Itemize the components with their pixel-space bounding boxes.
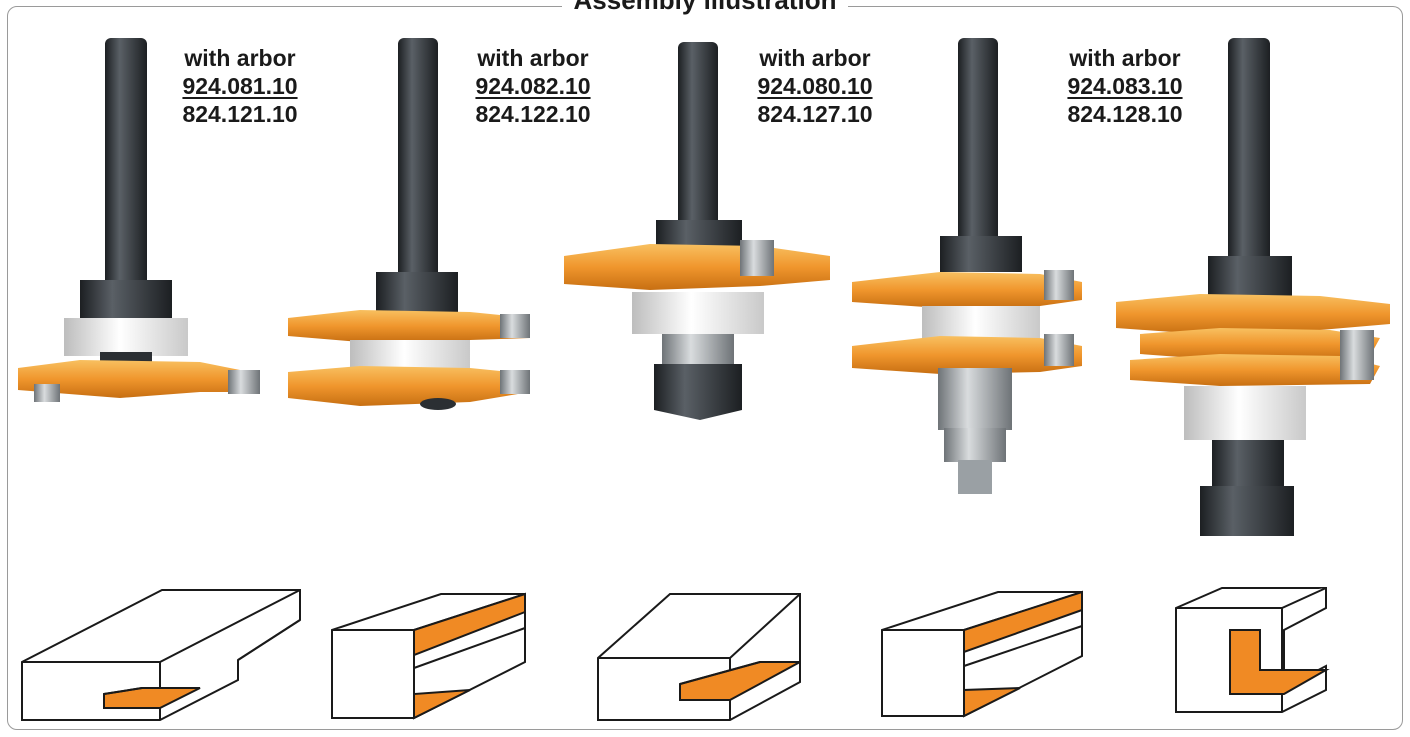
part-code: 824.128.10 xyxy=(1067,101,1183,127)
router-bit-icon xyxy=(18,38,260,402)
arbor-code-link[interactable]: 924.082.10 xyxy=(475,73,591,99)
profile-tongue-icon xyxy=(331,592,526,720)
profile-tongue-icon xyxy=(597,593,801,721)
shank-icon xyxy=(105,38,147,293)
part-code: 824.121.10 xyxy=(182,101,298,127)
profile-groove-icon xyxy=(1175,587,1330,713)
assembly-frame: Assembly illustration xyxy=(7,0,1403,730)
label-line: with arbor xyxy=(184,45,296,71)
profile-slot-icon xyxy=(21,589,301,721)
label-line: with arbor xyxy=(477,45,589,71)
bearing-ring-icon xyxy=(64,318,188,356)
arbor-code-link[interactable]: 924.080.10 xyxy=(757,73,873,99)
profile-groove-icon xyxy=(881,590,1083,718)
router-bit-icon xyxy=(1116,38,1390,536)
hex-nut-icon xyxy=(654,364,742,420)
part-code: 824.122.10 xyxy=(475,101,591,127)
router-bit-icon xyxy=(852,38,1082,494)
part-code: 824.127.10 xyxy=(757,101,873,127)
label-line: with arbor xyxy=(1069,45,1181,71)
part-label-3: with arbor 924.080.10 824.127.10 xyxy=(745,44,885,128)
cutter-blade-icon xyxy=(18,360,260,398)
router-bit-icon xyxy=(564,42,830,420)
part-label-2: with arbor 924.082.10 824.122.10 xyxy=(463,44,603,128)
router-bit-icon xyxy=(288,38,530,410)
label-line: with arbor xyxy=(759,45,871,71)
arbor-code-link[interactable]: 924.083.10 xyxy=(1067,73,1183,99)
arbor-code-link[interactable]: 924.081.10 xyxy=(182,73,298,99)
frame-title: Assembly illustration xyxy=(8,0,1402,16)
part-label-1: with arbor 924.081.10 824.121.10 xyxy=(170,44,310,128)
hex-nut-icon xyxy=(80,280,172,318)
frame-title-text: Assembly illustration xyxy=(561,0,849,15)
part-label-4: with arbor 924.083.10 824.128.10 xyxy=(1055,44,1195,128)
